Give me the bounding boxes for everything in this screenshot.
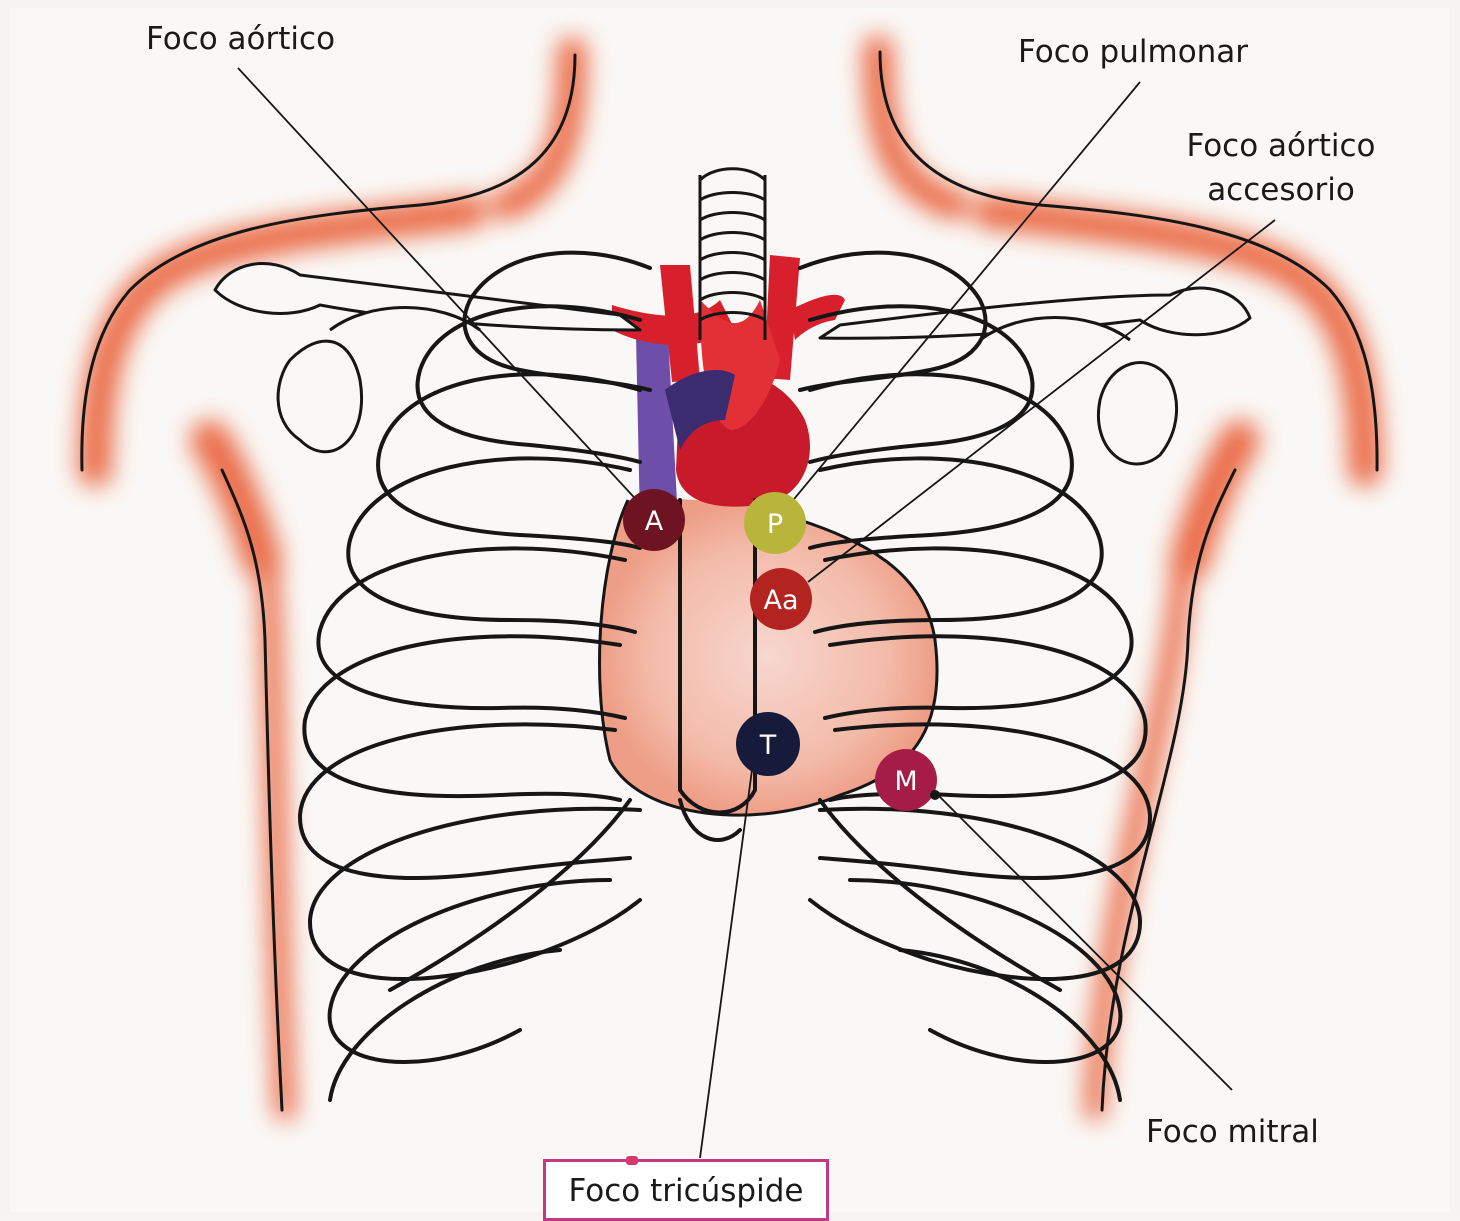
label-foco-pulmonar: Foco pulmonar (1018, 30, 1248, 74)
focus-t: T (736, 712, 800, 776)
focus-aa-letter: Aa (763, 585, 798, 616)
label-foco-aortico-accesorio: Foco aórtico accesorio (1178, 124, 1384, 212)
label-foco-aortico: Foco aórtico (146, 17, 335, 61)
focus-t-letter: T (759, 730, 777, 761)
box-marker-dot (626, 1156, 638, 1165)
label-accesorio-line1: Foco aórtico (1178, 124, 1384, 168)
label-foco-tricuspide-text: Foco tricúspide (569, 1173, 804, 1209)
focus-a: A (623, 489, 685, 551)
focus-a-letter: A (645, 506, 664, 537)
label-accesorio-line2: accesorio (1178, 168, 1384, 212)
focus-m: M (875, 749, 937, 811)
label-foco-mitral: Foco mitral (1146, 1110, 1319, 1154)
focus-p: P (744, 492, 806, 554)
focus-aa: Aa (750, 568, 812, 630)
focus-p-letter: P (767, 509, 783, 540)
focus-m-letter: M (894, 766, 917, 797)
mitral-anchor-dot (930, 790, 940, 800)
label-foco-tricuspide: Foco tricúspide (543, 1159, 829, 1221)
